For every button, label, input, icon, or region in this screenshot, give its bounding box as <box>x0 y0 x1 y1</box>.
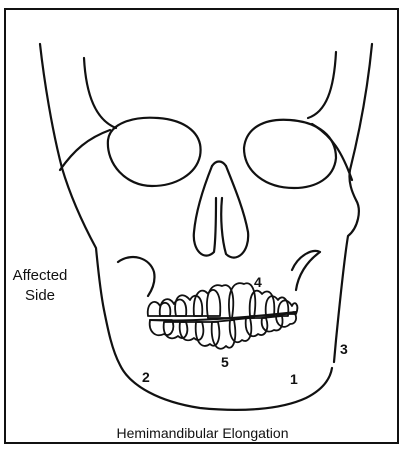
skull-outline-right <box>334 44 372 362</box>
affected-side-label: Affected Side <box>8 266 72 306</box>
affected-side-line1: Affected <box>8 266 72 286</box>
marker-4: 4 <box>254 275 262 289</box>
cranial-contour-left <box>84 58 116 128</box>
marker-5: 5 <box>221 355 229 369</box>
affected-side-line2: Side <box>8 286 72 306</box>
figure-caption: Hemimandibular Elongation <box>0 425 405 441</box>
skull-outline <box>40 44 332 410</box>
nasal-cavity-right <box>221 166 248 258</box>
cheek-line-left <box>60 130 110 170</box>
marker-1: 1 <box>290 372 298 386</box>
upper-teeth <box>148 283 298 318</box>
right-orbit <box>244 120 336 188</box>
cranial-contour-right <box>308 52 336 118</box>
left-orbit <box>108 118 201 186</box>
nasal-bridge <box>212 162 226 167</box>
marker-2: 2 <box>142 370 150 384</box>
maxilla-curve-left <box>118 257 155 296</box>
maxilla-curve-right <box>292 251 320 290</box>
marker-3: 3 <box>340 342 348 356</box>
nasal-cavity-left <box>194 166 216 256</box>
